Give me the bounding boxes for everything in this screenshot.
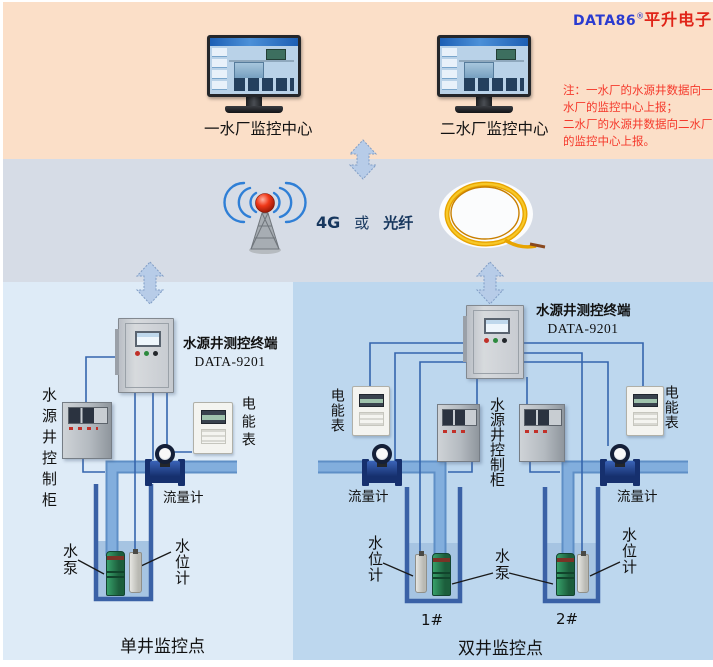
scada-tank [464, 62, 494, 79]
pump-icon-1 [432, 553, 451, 596]
level-gauge-label-1: 水位计 [366, 535, 384, 583]
scada-tank [234, 62, 264, 79]
flange [600, 459, 607, 486]
link-or-label: 或 [354, 214, 370, 232]
monitor-base [225, 106, 283, 113]
flange [633, 459, 640, 486]
flange [395, 459, 402, 486]
scada-meter-row [464, 78, 524, 91]
flow-meter-2 [600, 444, 640, 488]
rtu-terminal-single [115, 318, 174, 393]
double-arrow-right [475, 261, 505, 305]
note-line: 水厂的监控中心上报； [563, 100, 678, 114]
rtu-buttons [135, 351, 159, 357]
energy-meter-label-right: 电能表 [662, 385, 679, 430]
brand-cn-name: 平升电子 [644, 10, 713, 29]
pump-label-double: 水泵 [493, 548, 511, 582]
fiber-coil-icon [439, 180, 546, 249]
monitor-base [455, 106, 513, 113]
rtu-model-single: DATA-9201 [194, 354, 266, 369]
flow-meter-single [145, 444, 185, 488]
comm-link-label: 4G 或光纤 [316, 212, 413, 233]
flow-meter-dial [155, 444, 175, 464]
double-arrow-icons [135, 139, 505, 305]
monitor-icon-plant2 [437, 35, 531, 113]
flow-meter-label-single: 流量计 [163, 490, 204, 506]
note-line: 注：一水厂的水源井数据向一 [563, 83, 713, 97]
level-gauge-label-2: 水位计 [620, 527, 638, 575]
flange [362, 459, 369, 486]
level-sensor-1 [415, 551, 427, 593]
plant2-center-label: 二水厂监控中心 [440, 120, 549, 138]
single-well-caption: 单井监控点 [120, 637, 205, 657]
note-line: 的监控中心上报。 [563, 134, 655, 148]
scada-sidebar [212, 48, 227, 91]
flow-meter-body [367, 461, 397, 483]
flow-meter-body [150, 461, 180, 483]
connector-lines [82, 342, 644, 553]
energy-meter-label-single: 电能表 [239, 396, 256, 450]
flow-meter-label-1: 流量计 [348, 489, 389, 505]
scada-pipe [459, 60, 524, 62]
monitor-neck [476, 97, 492, 106]
registered-mark-icon: ® [636, 11, 645, 21]
scada-screen [437, 35, 531, 97]
pump-icon-single [106, 551, 125, 596]
control-cabinet-1 [437, 404, 480, 462]
link-fiber-label: 光纤 [383, 214, 414, 232]
label-pointer-lines [77, 551, 621, 585]
well2-tag: 2# [556, 610, 579, 628]
flow-meter-body [605, 461, 635, 483]
monitor-neck [246, 97, 262, 106]
flange [178, 459, 185, 486]
plant1-center-label: 一水厂监控中心 [204, 120, 313, 138]
flow-meter-1 [362, 444, 402, 488]
scada-sidebar [442, 48, 457, 91]
monitoring-center-section [3, 2, 713, 159]
rtu-lcd-screen [135, 330, 162, 347]
energy-meter-single [193, 402, 233, 454]
energy-meter-left [352, 386, 390, 436]
rtu-buttons [483, 337, 508, 343]
energy-meter-right [626, 386, 664, 436]
scada-pipe [229, 60, 294, 62]
control-cabinet-single [62, 402, 112, 459]
pump-label-single: 水泵 [61, 543, 79, 577]
link-4g-label: 4G [316, 213, 341, 232]
flow-meter-dial [372, 444, 392, 464]
water-pipes [105, 460, 688, 556]
monitor-icon-plant1 [207, 35, 301, 113]
pump-icon-2 [556, 553, 575, 596]
scada-panel [496, 49, 516, 60]
rtu-model-double: DATA-9201 [547, 321, 619, 336]
rtu-terminal-double [463, 305, 524, 379]
control-cabinet-label-single: 水源井控制柜 [40, 387, 58, 513]
rtu-label-double: 水源井测控终端 [536, 303, 631, 319]
antenna-icon [223, 181, 307, 254]
rtu-lcd-screen [483, 317, 510, 334]
note-text: 注：一水厂的水源井数据向一 水厂的监控中心上报； 二水厂的水源井数据向二水厂 的… [563, 82, 713, 150]
comm-link-section [3, 159, 713, 282]
energy-meter-label-left: 电能表 [328, 388, 345, 433]
well1-tag: 1# [421, 611, 444, 629]
brand-name: DATA86 [573, 13, 637, 29]
scada-meter-row [234, 78, 294, 91]
brand-logo: DATA86®平升电子 [573, 6, 712, 30]
scada-screen [207, 35, 301, 97]
flow-meter-dial [610, 444, 630, 464]
rtu-label-single: 水源井测控终端 [183, 336, 278, 352]
control-cabinet-label-double: 水源井控制柜 [488, 397, 506, 487]
note-line: 二水厂的水源井数据向二水厂 [563, 117, 713, 131]
level-gauge-label-single: 水位计 [173, 538, 191, 586]
level-sensor-single [129, 549, 142, 593]
scada-panel [266, 49, 286, 60]
level-sensor-2 [577, 551, 589, 593]
flow-meter-label-2: 流量计 [617, 489, 658, 505]
flange [145, 459, 152, 486]
control-cabinet-2 [519, 404, 565, 462]
double-arrow-top [348, 139, 378, 180]
double-well-caption: 双井监控点 [458, 639, 543, 659]
double-arrow-left [135, 261, 165, 305]
